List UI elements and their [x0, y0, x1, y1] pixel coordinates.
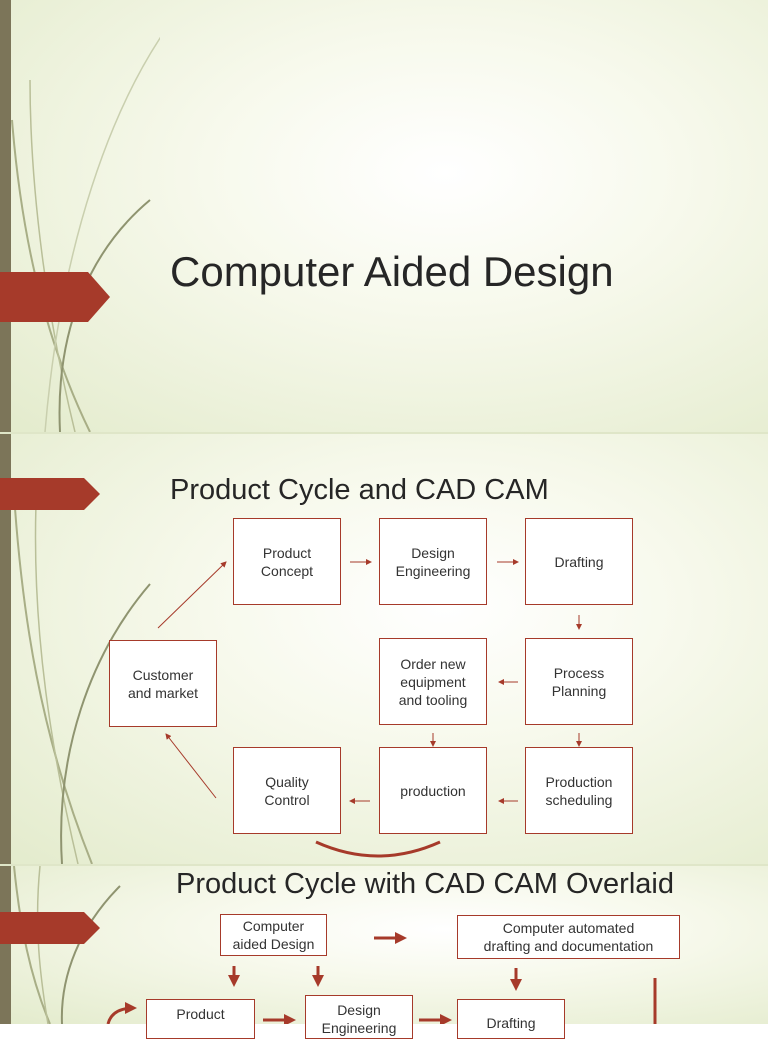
slide-1	[0, 0, 768, 432]
box-computer-aided-design: Computer aided Design	[220, 914, 327, 956]
slide-2-title: Product Cycle and CAD CAM	[170, 474, 549, 506]
slide-separator	[0, 864, 768, 866]
box-customer-market: Customer and market	[109, 640, 217, 727]
box-computer-automated-drafting: Computer automated drafting and document…	[457, 915, 680, 959]
box-product: Product	[146, 999, 255, 1039]
box-production-scheduling: Production scheduling	[525, 747, 633, 834]
decorative-swoosh	[13, 493, 151, 864]
decorative-swoosh	[13, 866, 121, 1024]
side-stripe	[0, 0, 11, 432]
box-design-engineering-overlay: Design Engineering	[305, 995, 413, 1039]
slide-3-title: Product Cycle with CAD CAM Overlaid	[176, 868, 674, 900]
box-production: production	[379, 747, 487, 834]
box-drafting: Drafting	[525, 518, 633, 605]
box-drafting-overlay: Drafting	[457, 999, 565, 1039]
title-tag-shape	[0, 912, 100, 944]
decorative-swoosh	[11, 36, 160, 432]
box-design-engineering: Design Engineering	[379, 518, 487, 605]
slide-1-title: Computer Aided Design	[170, 248, 614, 295]
box-quality-control: Quality Control	[233, 747, 341, 834]
side-stripe	[0, 434, 11, 864]
box-order-equipment: Order new equipment and tooling	[379, 638, 487, 725]
box-process-planning: Process Planning	[525, 638, 633, 725]
title-tag-shape	[0, 272, 110, 322]
side-stripe	[0, 866, 11, 1024]
box-product-concept: Product Concept	[233, 518, 341, 605]
slide-separator	[0, 432, 768, 434]
title-tag-shape	[0, 478, 100, 510]
